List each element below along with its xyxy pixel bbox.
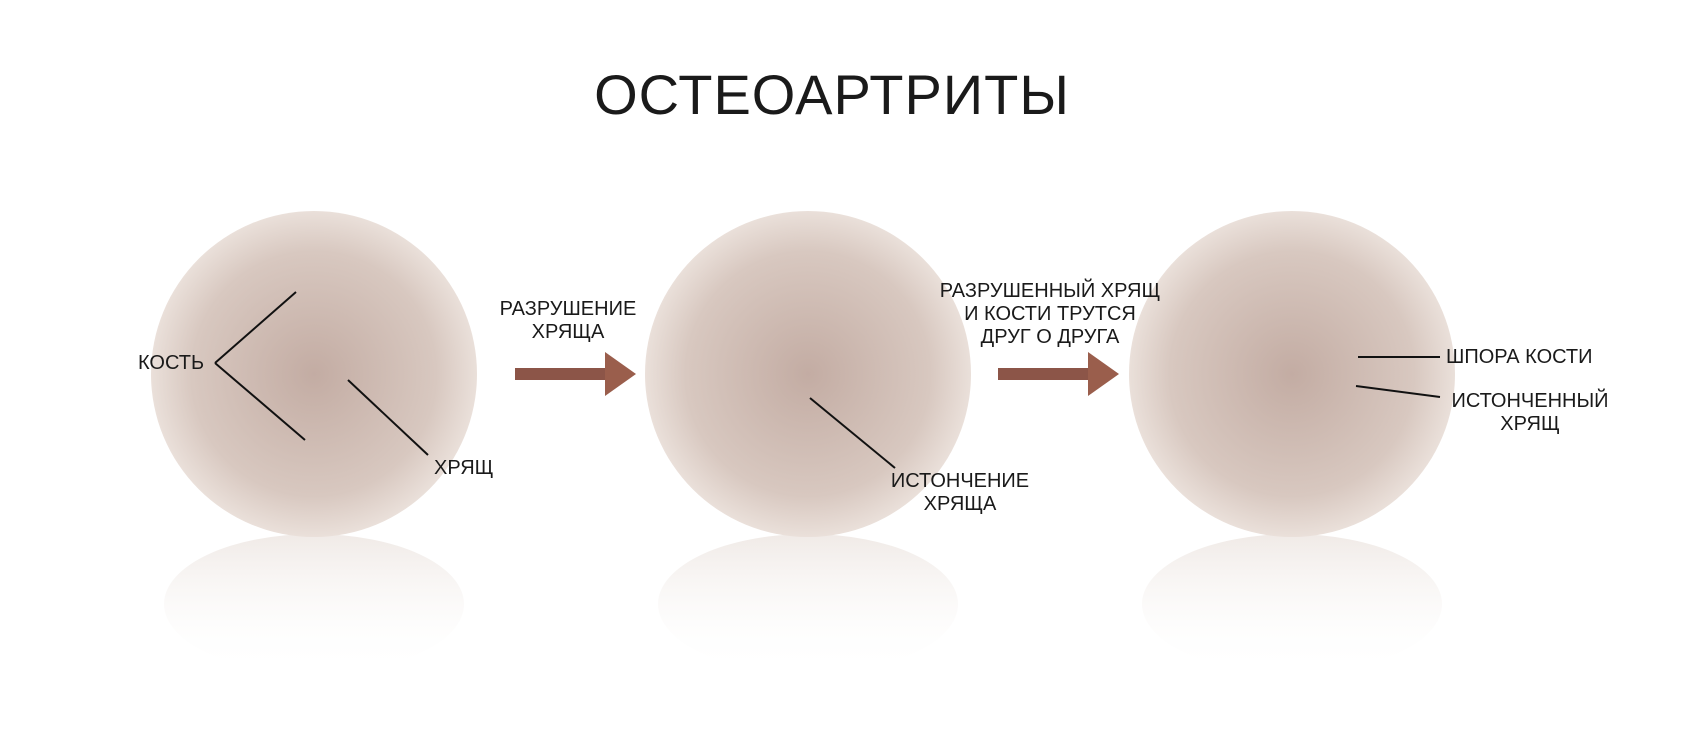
arrow-1: [515, 352, 636, 396]
transition-1-line1: РАЗРУШЕНИЕ: [499, 298, 637, 320]
reflection: [164, 534, 464, 674]
joint-stage-3: [1129, 211, 1455, 674]
thinned-line2: ХРЯЩ: [1500, 413, 1560, 435]
thinned-line1: ИСТОНЧЕННЫЙ: [1451, 390, 1609, 412]
thinning-line1: ИСТОНЧЕНИЕ: [890, 470, 1030, 492]
transition-2-line2: И КОСТИ ТРУТСЯ: [964, 303, 1136, 325]
transition-2-label: РАЗРУШЕННЫЙ ХРЯЩ И КОСТИ ТРУТСЯ ДРУГ О Д…: [935, 280, 1165, 349]
label-cartilage-thinning: ИСТОНЧЕНИЕ ХРЯЩА: [880, 470, 1040, 516]
transition-1-label: РАЗРУШЕНИЕ ХРЯЩА: [498, 298, 638, 344]
label-bone: КОСТЬ: [138, 352, 205, 374]
background-disc: [151, 211, 477, 537]
page-title: ОСТЕОАРТРИТЫ: [594, 63, 1070, 126]
background-disc: [1129, 211, 1455, 537]
label-thinned-cartilage: ИСТОНЧЕННЫЙ ХРЯЩ: [1440, 390, 1620, 436]
transition-2-line3: ДРУГ О ДРУГА: [980, 326, 1120, 348]
joint-stage-2: [645, 211, 971, 674]
thinning-line2: ХРЯЩА: [923, 493, 997, 515]
transition-1-line2: ХРЯЩА: [531, 321, 605, 343]
joint-stage-1: [151, 211, 477, 674]
label-cartilage: ХРЯЩ: [434, 457, 494, 479]
background-disc: [645, 211, 971, 537]
arrow-2: [998, 352, 1119, 396]
reflection: [1142, 534, 1442, 674]
label-bone-spur: ШПОРА КОСТИ: [1446, 346, 1593, 368]
leader-lines: [214, 291, 1441, 469]
reflection: [658, 534, 958, 674]
transition-2-line1: РАЗРУШЕННЫЙ ХРЯЩ: [939, 280, 1161, 302]
